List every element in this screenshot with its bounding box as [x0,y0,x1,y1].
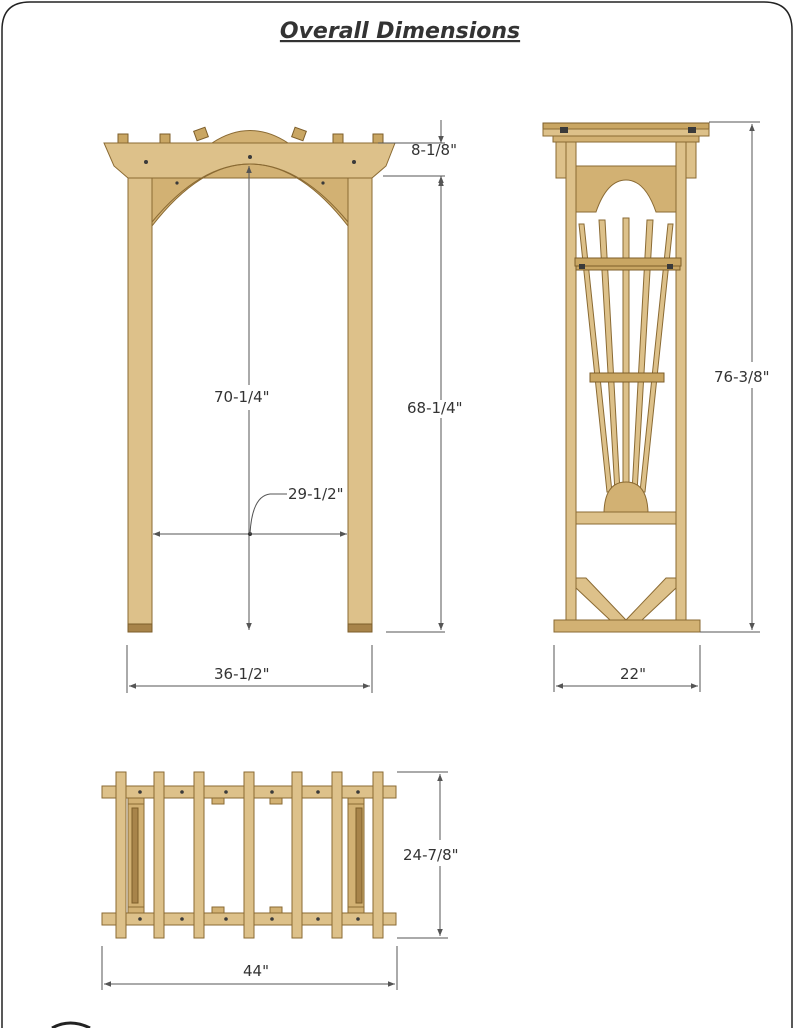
front-dimensions: 8-1/8" 68-1/4" 70-1/4" 29-1/2" 36-1/2" [126,120,463,693]
trellis-slats [578,217,674,493]
corner-mark [51,1021,91,1028]
dim-depth: 22" [620,665,646,683]
page-title: Overall Dimensions [280,19,520,44]
front-view [103,126,396,633]
dim-overall-height: 76-3/8" [714,368,770,386]
top-view [101,771,397,939]
side-view [542,122,710,633]
dim-top-height: 8-1/8" [411,141,457,159]
side-dimensions: 76-3/8" 22" [553,121,770,692]
dim-post-height: 68-1/4" [407,399,463,417]
dim-arch-height: 70-1/4" [214,388,270,406]
dim-opening-width: 29-1/2" [288,485,344,503]
top-dimensions: 24-7/8" 44" [101,771,459,990]
dim-overall-width: 36-1/2" [214,665,270,683]
dim-length: 44" [243,962,269,980]
dim-top-depth: 24-7/8" [403,846,459,864]
